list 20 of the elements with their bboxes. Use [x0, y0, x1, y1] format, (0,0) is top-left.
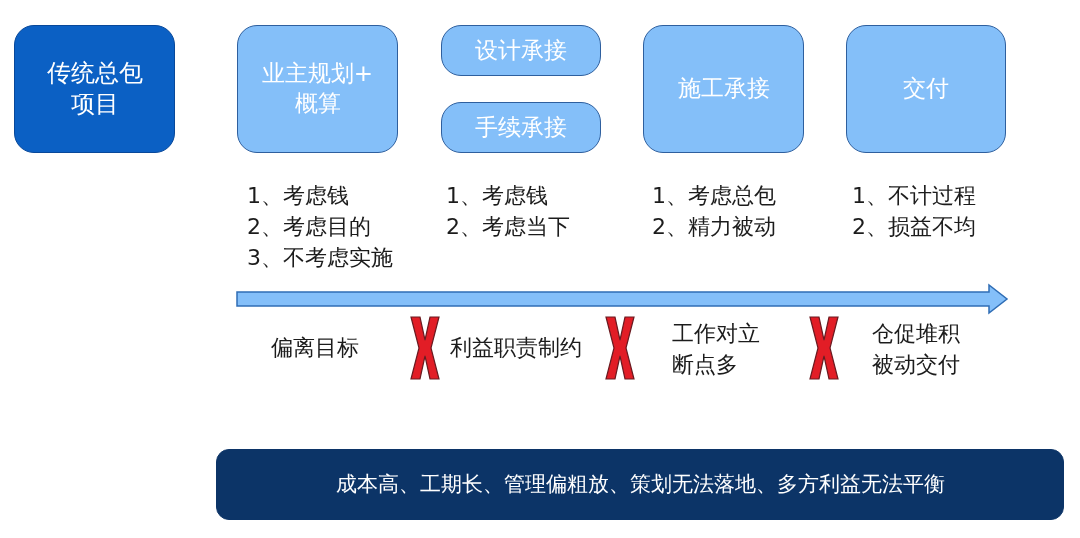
list-item: 2、损益不均	[852, 213, 976, 241]
stage-box: 业主规划+概算	[237, 25, 398, 153]
list-item: 1、不计过程	[852, 182, 976, 210]
list-item: 3、不考虑实施	[247, 244, 393, 272]
issue-label: 偏离目标	[271, 334, 359, 362]
issue-label: 仓促堆积被动交付	[872, 320, 961, 379]
list-item: 1、考虑钱	[247, 182, 349, 210]
stage-box: 设计承接	[441, 25, 601, 76]
issue-label: 工作对立断点多	[672, 320, 761, 379]
list-item: 2、考虑目的	[247, 213, 371, 241]
list-item: 2、精力被动	[652, 213, 776, 241]
list-item: 1、考虑总包	[652, 182, 776, 210]
list-item: 1、考虑钱	[446, 182, 548, 210]
stage-box: 手续承接	[441, 102, 601, 153]
summary-banner: 成本高、工期长、管理偏粗放、策划无法落地、多方利益无法平衡	[216, 449, 1064, 520]
list-item: 2、考虑当下	[446, 213, 570, 241]
stage-box: 交付	[846, 25, 1006, 153]
stage-box: 施工承接	[643, 25, 804, 153]
issue-label: 利益职责制约	[450, 334, 582, 362]
project-box: 传统总包项目	[14, 25, 175, 153]
